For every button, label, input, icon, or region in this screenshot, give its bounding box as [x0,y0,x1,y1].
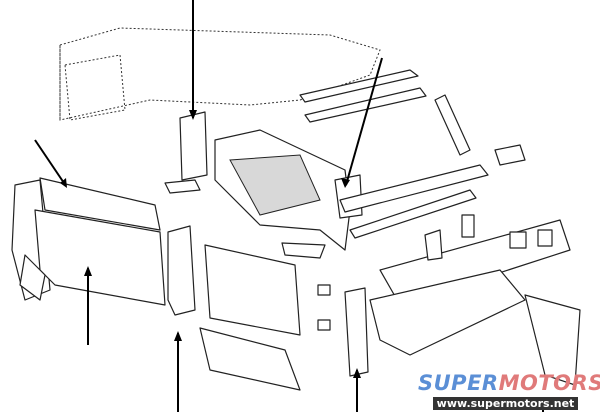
quarter-panel [11,177,166,306]
roof-rails [299,69,477,239]
small-bracket [281,242,326,259]
door-frame-parts [339,94,526,213]
rear-bulkhead [214,129,363,251]
b-pillar [179,111,208,181]
callout-arrows [34,0,544,412]
lower-rocker [199,327,301,391]
watermark-url: www.supermotors.net [432,397,579,410]
supermotors-watermark: SUPERMOTORS www.supermotors.net [418,371,600,412]
hardtop-roof [59,27,381,121]
taillight-housing-right [344,287,369,377]
tailgate-panel [204,244,301,336]
pillar-bracket [164,179,201,194]
hardware-brackets [317,214,553,331]
watermark-brand: SUPERMOTORS [418,371,600,395]
taillight-housing-left [167,225,196,316]
